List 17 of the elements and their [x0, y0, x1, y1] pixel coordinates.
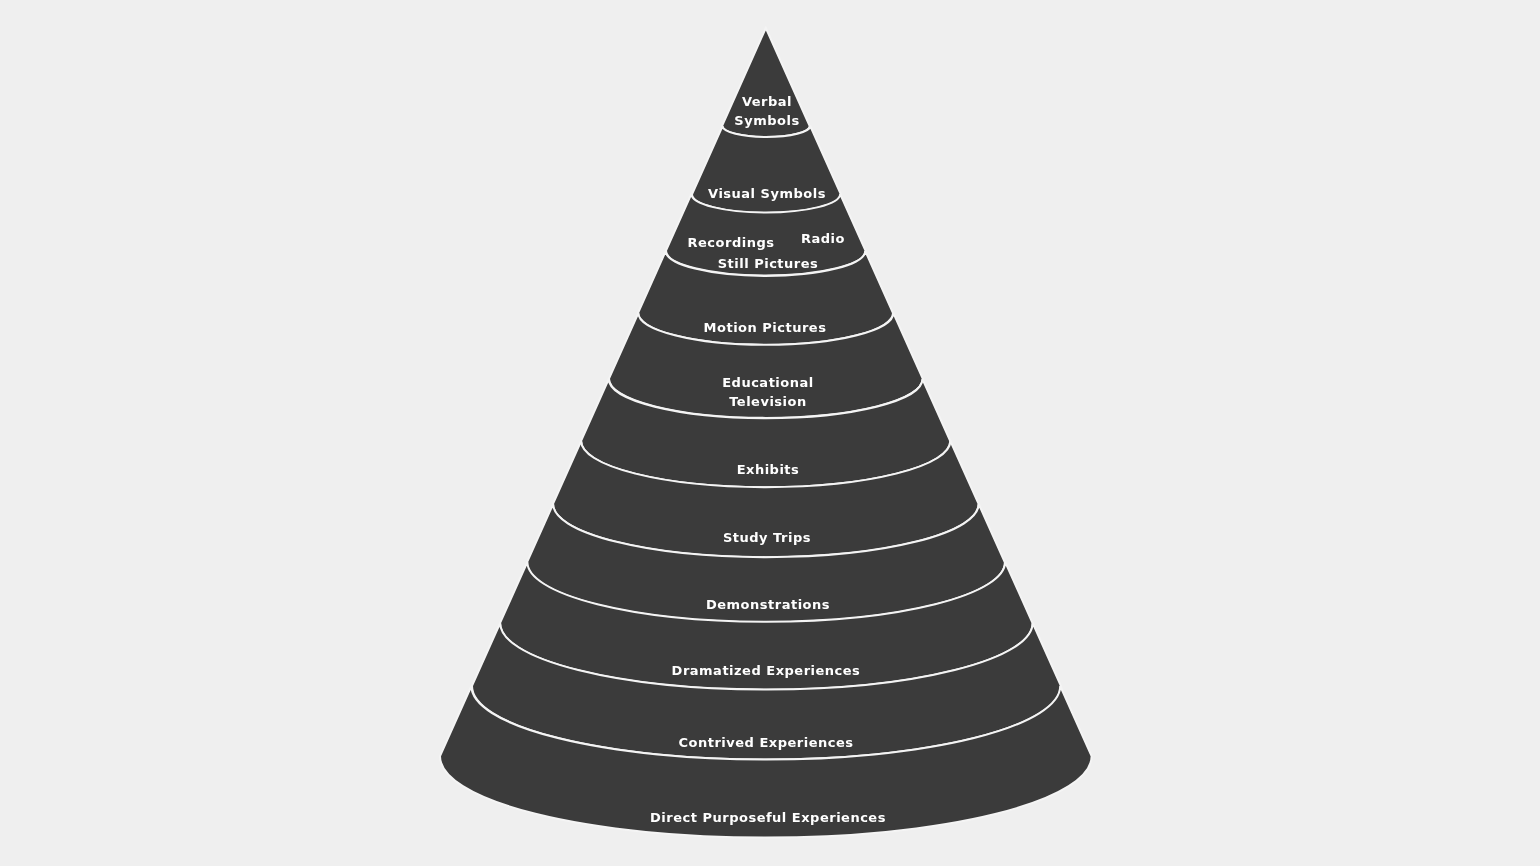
band-label: Study Trips	[723, 528, 811, 547]
band-label: Exhibits	[736, 460, 800, 479]
band-label: Educational Television	[721, 374, 815, 411]
band-label: Still Pictures	[717, 254, 819, 273]
cone-band	[438, 684, 1094, 840]
band-label: Verbal Symbols	[733, 93, 801, 130]
cone-band	[551, 438, 981, 559]
band-label: Motion Pictures	[703, 318, 827, 337]
cone-band	[525, 501, 1007, 624]
cone-band	[607, 311, 925, 420]
band-label: Radio	[801, 229, 845, 248]
band-label: Direct Purposeful Experiences	[650, 808, 886, 827]
band-label: Recordings	[687, 233, 775, 252]
band-label: Visual Symbols	[708, 184, 826, 203]
band-label: Dramatized Experiences	[671, 661, 861, 680]
band-label: Demonstrations	[705, 595, 830, 614]
band-label: Contrived Experiences	[678, 733, 854, 752]
